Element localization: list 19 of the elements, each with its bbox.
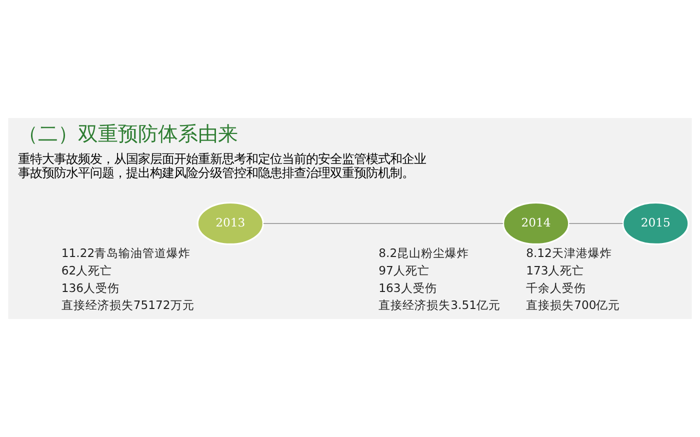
node-label: 136人受伤 (61, 280, 120, 295)
node-label: 173人死亡 (526, 263, 584, 278)
node-ellipse: 2014 (502, 202, 570, 246)
node-ellipse: 2015 (622, 202, 690, 246)
node-label: 直接损失700亿元 (526, 298, 620, 312)
node-label: 直接经济损失75172万元 (61, 298, 194, 312)
node-label: 8.2昆山粉尘爆炸 (378, 246, 470, 260)
label: 重特大事故频发，从国家层面开始重新思考和定位当前的安全监管模式和企业事故预防水平问题，提出构建风险分级管控和隐患排查治理双重预防机制。 (18, 150, 426, 180)
node-label: 97人死亡 (378, 263, 430, 278)
connector (568, 223, 624, 224)
node-label: 8.12天津港爆炸 (526, 246, 612, 260)
node-label: 千余人受伤 (526, 280, 586, 295)
node-label: 直接经济损失3.51亿元 (378, 298, 501, 312)
node-ellipse: 2013 (196, 202, 264, 246)
connector (263, 223, 504, 224)
node-label: 11.22青岛输油管道爆炸 (61, 246, 191, 260)
diagram-title: （二）双重预防体系由来 (18, 122, 238, 146)
node-label: 163人受伤 (378, 280, 437, 295)
node-label: 62人死亡 (61, 263, 112, 278)
